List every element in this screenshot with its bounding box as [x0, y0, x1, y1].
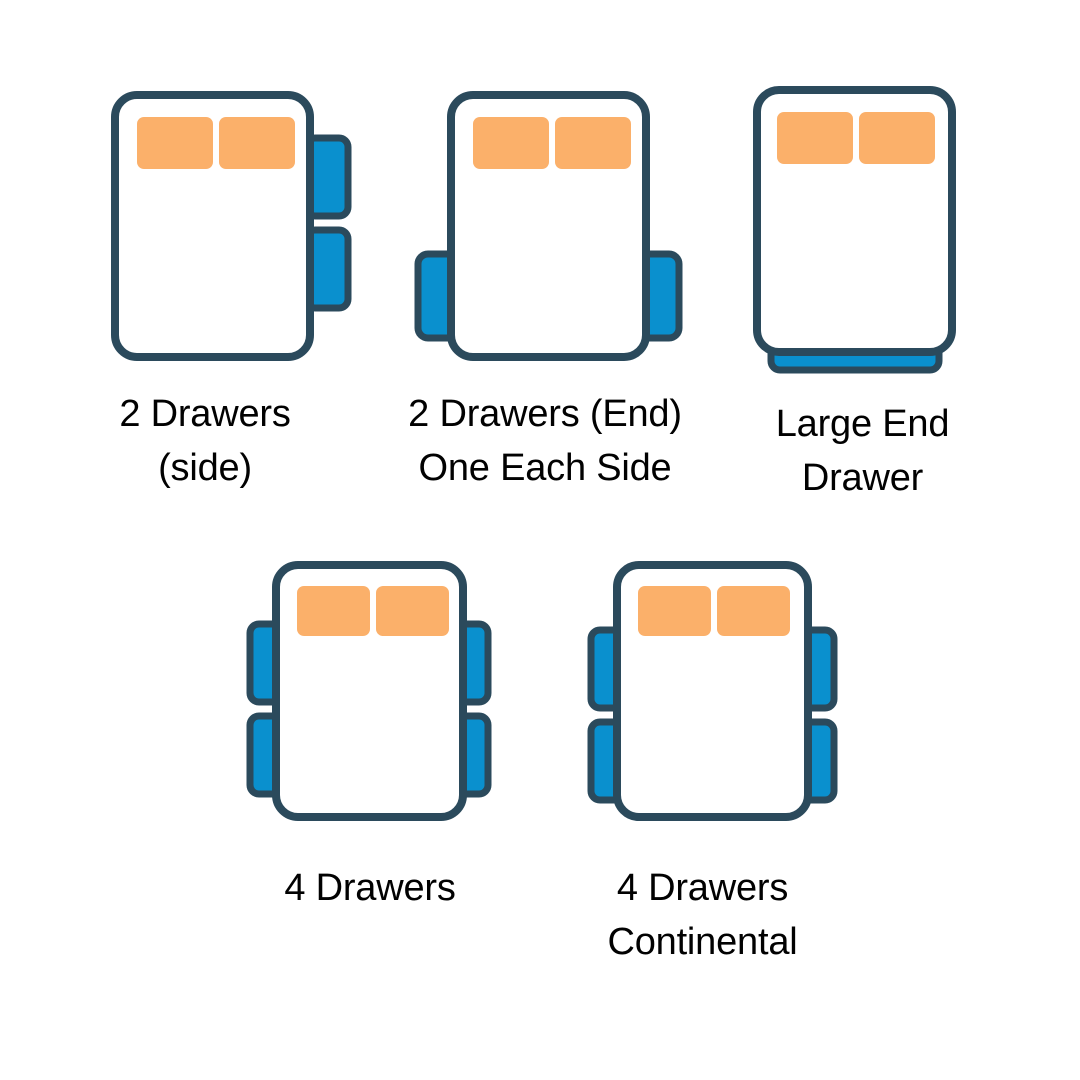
bed-option-two-drawers-side[interactable]: [110, 90, 360, 365]
label-large-end-drawer: Large End Drawer: [775, 403, 950, 499]
pillow-left: [777, 112, 853, 164]
label-two-drawers-side: 2 Drawers (side): [119, 393, 291, 489]
pillow-left: [638, 586, 711, 636]
pillow-left: [137, 117, 213, 169]
bed-diagram-large-end-drawer: [753, 86, 956, 374]
bed-option-four-drawers-continental[interactable]: [585, 560, 840, 825]
label-four-drawers: 4 Drawers: [284, 867, 456, 909]
pillow-right: [717, 586, 790, 636]
bed-option-four-drawers[interactable]: [242, 560, 497, 825]
bed-diagram-four-drawers-continental: [587, 561, 838, 821]
pillow-right: [376, 586, 449, 636]
bed-option-large-end-drawer[interactable]: [752, 85, 957, 375]
bed-diagram-two-drawers-end: [414, 91, 683, 361]
label-two-drawers-end: 2 Drawers (End) One Each Side: [408, 393, 682, 489]
bed-diagram-four-drawers: [246, 561, 492, 821]
pillow-left: [297, 586, 370, 636]
label-four-drawers-continental: 4 Drawers Continental: [607, 867, 798, 963]
drawer-group-right: [302, 134, 352, 312]
bed-option-two-drawers-end[interactable]: [410, 90, 685, 365]
pillow-right: [555, 117, 631, 169]
pillow-right: [859, 112, 935, 164]
pillow-left: [473, 117, 549, 169]
pillow-right: [219, 117, 295, 169]
bed-diagram-two-drawers-side: [111, 91, 352, 361]
